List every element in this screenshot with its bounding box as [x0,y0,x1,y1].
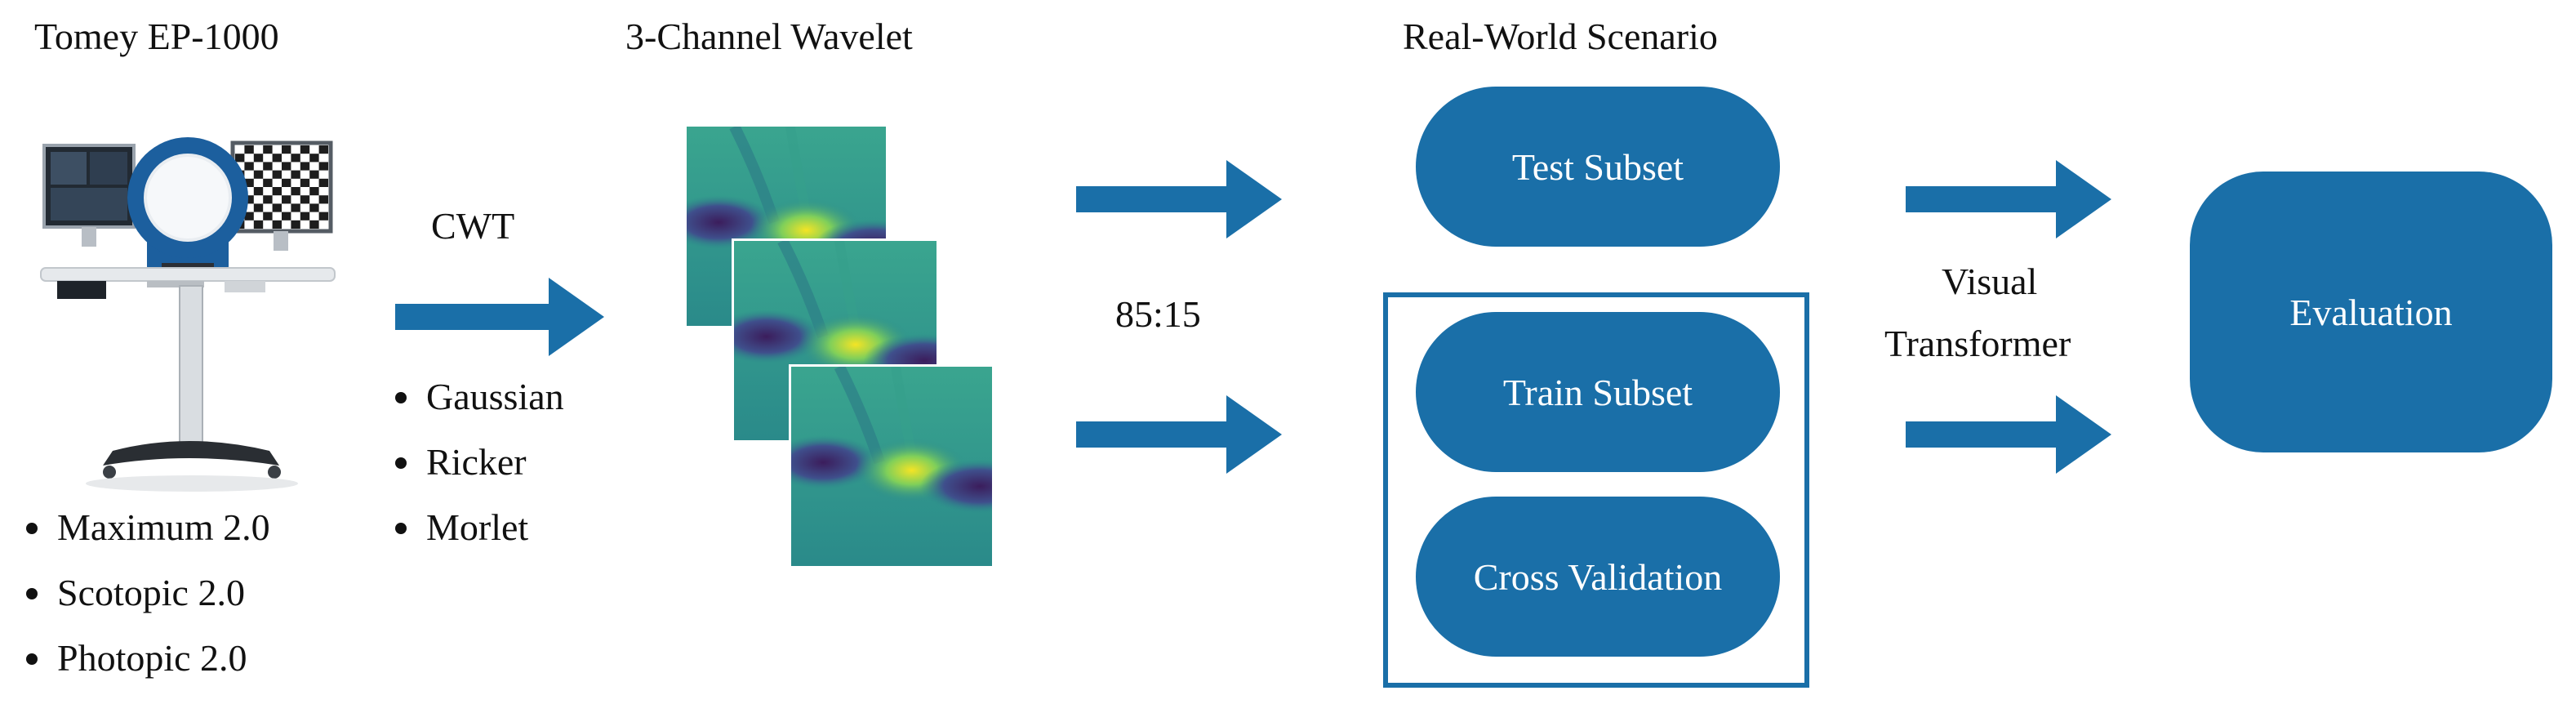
wavelet-item: Morlet [392,495,564,560]
model-arrow-bottom-icon [1906,395,2111,474]
model-label-line1: Visual [1942,261,2038,302]
protocol-item: Scotopic 2.0 [23,560,270,626]
test-subset-box: Test Subset [1416,87,1780,247]
training-group-frame [1383,292,1809,688]
wavelet-item: Ricker [392,430,564,495]
cross-validation-box: Cross Validation [1416,497,1780,657]
wavelet-list: Gaussian Ricker Morlet [392,364,564,560]
split-arrow-top-icon [1076,160,1282,238]
scenario-title: Real-World Scenario [1403,16,1718,57]
evaluation-box: Evaluation [2190,172,2552,452]
protocol-item: Maximum 2.0 [23,495,270,560]
scalogram-channel-3 [789,364,994,568]
train-subset-box: Train Subset [1416,312,1780,472]
stand-column [179,285,203,450]
device-title: Tomey EP-1000 [34,16,279,57]
model-arrow-top-icon [1906,160,2111,238]
wavelet-item: Gaussian [392,364,564,430]
model-label-line2: Transformer [1884,323,2071,364]
protocol-list: Maximum 2.0 Scotopic 2.0 Photopic 2.0 [23,495,270,691]
stand-base [103,441,279,466]
split-ratio-label: 85:15 [1115,293,1201,335]
protocol-item: Photopic 2.0 [23,626,270,691]
cwt-arrow-icon [395,278,604,356]
split-arrow-bottom-icon [1076,395,1282,474]
wavelet-block-title: 3-Channel Wavelet [625,16,913,57]
desk [40,267,336,282]
cwt-label: CWT [431,205,515,247]
erg-device-image [40,137,336,492]
